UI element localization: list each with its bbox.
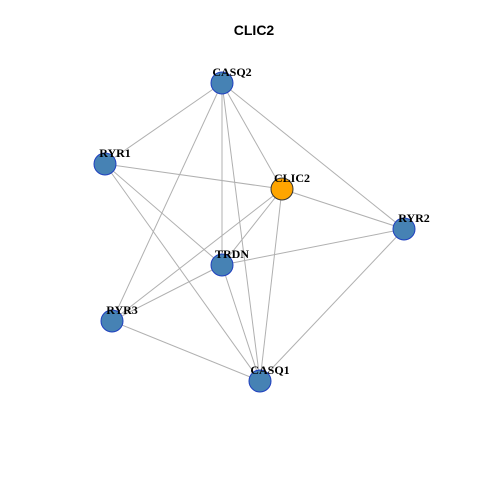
edge-ryr1-casq1 [104,163,261,382]
node-ryr1[interactable] [93,152,117,176]
node-label-trdn: TRDN [215,247,249,261]
node-layer [93,71,416,393]
edge-casq2-ryr1 [104,82,223,165]
edge-ryr2-casq1 [259,228,405,382]
node-ryr2[interactable] [392,217,416,241]
node-label-ryr1: RYR1 [99,146,131,160]
node-label-casq1: CASQ1 [250,363,289,377]
edge-ryr2-trdn [221,228,405,266]
node-casq1[interactable] [248,369,272,393]
node-label-ryr3: RYR3 [106,303,138,317]
edge-clic2-trdn [221,188,283,266]
node-trdn[interactable] [210,253,234,277]
edge-clic2-ryr3 [111,188,283,322]
node-casq2[interactable] [210,71,234,95]
graph-title: CLIC2 [234,22,275,38]
edge-layer [104,82,405,382]
edge-clic2-casq1 [259,188,283,382]
node-label-ryr2: RYR2 [398,211,430,225]
edge-casq2-casq1 [221,82,261,382]
node-label-casq2: CASQ2 [212,65,251,79]
node-ryr3[interactable] [100,309,124,333]
edge-trdn-casq1 [221,264,261,382]
edge-trdn-ryr3 [111,264,223,322]
edge-casq2-ryr2 [221,82,405,230]
node-clic2[interactable] [270,177,294,201]
edge-ryr1-trdn [104,163,223,266]
node-label-clic2: CLIC2 [274,171,310,185]
edge-casq2-clic2 [221,82,283,190]
edge-ryr1-clic2 [104,163,283,190]
edge-ryr3-casq1 [111,320,261,382]
edge-casq2-ryr3 [111,82,223,322]
edge-clic2-ryr2 [281,188,405,230]
